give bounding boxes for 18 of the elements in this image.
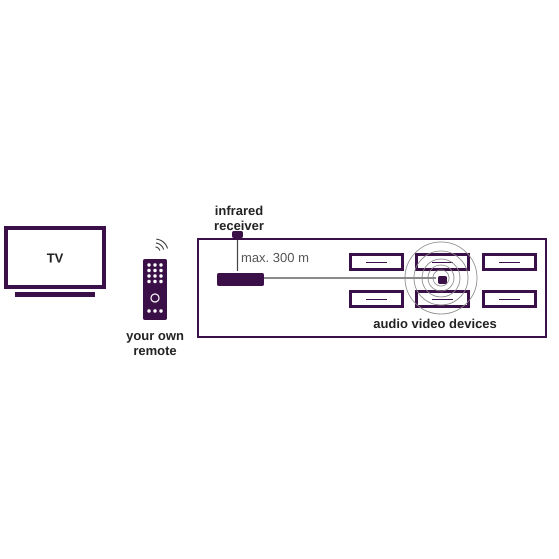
device-caption: your own remote — [125, 328, 185, 358]
device-box — [482, 290, 537, 308]
cable-line — [262, 277, 436, 279]
tv-label: TV — [46, 250, 64, 265]
max-length-label: max. 300 m — [241, 250, 310, 265]
device-caption: infrared receiver — [213, 203, 265, 233]
remote-control-icon — [143, 259, 167, 320]
room-outline — [197, 238, 547, 338]
device-box — [482, 253, 537, 271]
infrared-receiver — [232, 231, 243, 238]
devices-caption: audio video devices — [372, 316, 498, 331]
device-box — [415, 290, 470, 308]
tv-screen — [4, 226, 106, 289]
cable-line — [236, 238, 238, 271]
device-box — [349, 290, 404, 308]
receiver-base-unit — [217, 273, 264, 286]
device-box — [349, 253, 404, 271]
infrared-emitter — [438, 276, 447, 284]
